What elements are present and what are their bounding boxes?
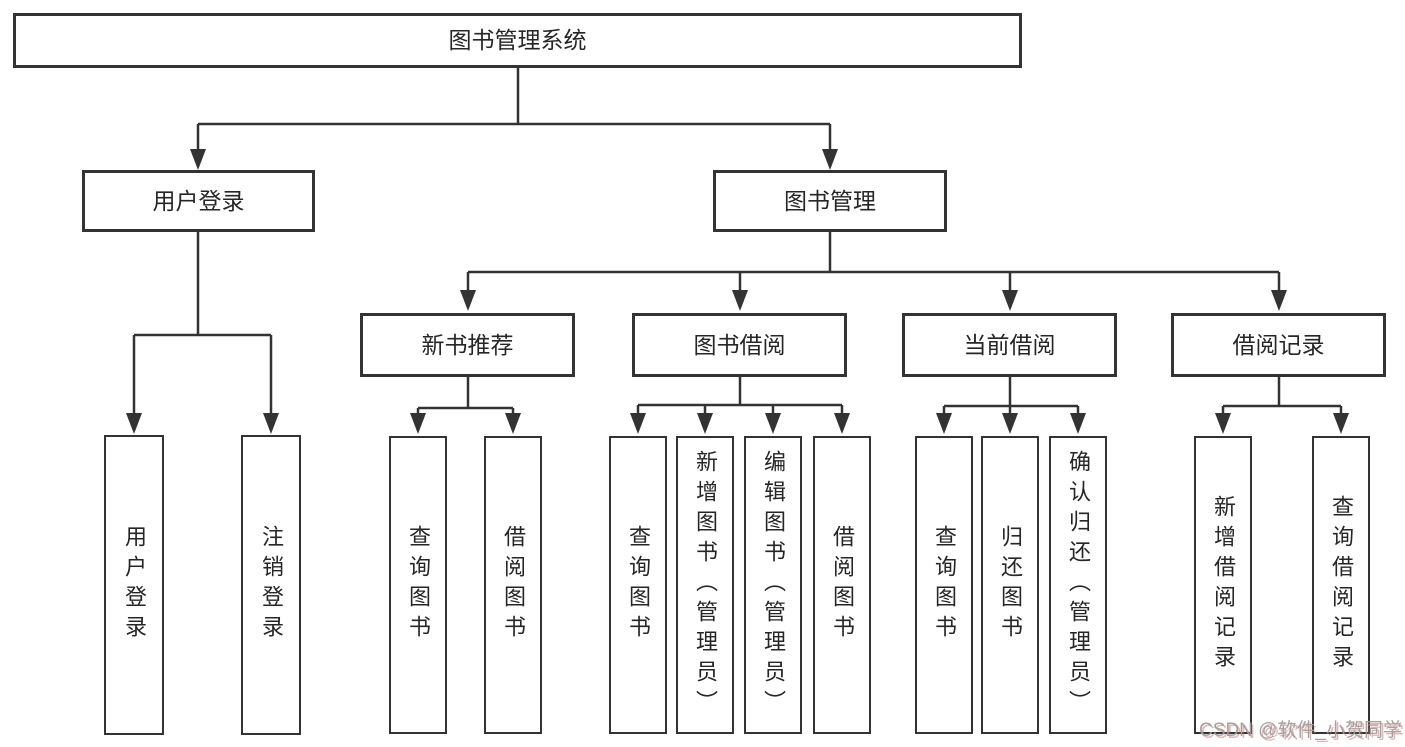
node-new-book-recommend: 新书推荐 (360, 313, 575, 377)
node-root-library-system: 图书管理系统 (13, 13, 1022, 68)
arrow-down-icon (630, 413, 646, 434)
leaf-query-books-recommend: 查询图书 (389, 436, 447, 734)
leaf-add-borrow-record: 新增借阅记录 (1194, 436, 1252, 734)
leaf-borrow-books: 借阅图书 (813, 436, 871, 734)
leaf-logout: 注销登录 (241, 435, 301, 735)
leaf-return-books: 归还图书 (981, 436, 1039, 734)
arrow-down-icon (1333, 413, 1349, 434)
arrow-down-icon (263, 413, 279, 434)
leaf-query-borrow-record: 查询借阅记录 (1312, 436, 1370, 734)
arrow-down-icon (1271, 290, 1287, 311)
connector-book-mgmt-branch (466, 232, 1281, 293)
arrow-down-icon (1215, 413, 1231, 434)
leaf-query-books-current: 查询图书 (915, 436, 973, 734)
connector-borrow-record-branch (1221, 377, 1343, 416)
leaf-edit-book-admin: 编辑图书（管理员） (744, 436, 802, 734)
node-current-borrow: 当前借阅 (902, 313, 1117, 377)
leaf-user-login: 用户登录 (104, 435, 164, 735)
arrow-down-icon (1002, 413, 1018, 434)
arrow-down-icon (936, 413, 952, 434)
arrow-down-icon (1070, 413, 1086, 434)
arrow-down-icon (460, 290, 476, 311)
connector-root-to-level2 (196, 68, 832, 152)
node-book-borrow: 图书借阅 (632, 313, 847, 377)
arrow-down-icon (410, 413, 426, 434)
connector-book-borrow-branch (636, 377, 844, 416)
connector-user-login-branch (132, 232, 273, 416)
arrow-down-icon (732, 290, 748, 311)
node-user-login: 用户登录 (82, 170, 315, 232)
leaf-confirm-return-admin: 确认归还（管理员） (1049, 436, 1107, 734)
leaf-add-book-admin: 新增图书（管理员） (676, 436, 734, 734)
arrow-down-icon (765, 413, 781, 434)
arrow-down-icon (822, 149, 838, 170)
arrow-down-icon (126, 413, 142, 434)
arrow-down-icon (190, 149, 206, 170)
arrow-down-icon (1002, 290, 1018, 311)
arrow-down-icon (834, 413, 850, 434)
arrow-down-icon (505, 413, 521, 434)
arrowheads (126, 149, 1349, 434)
node-book-management: 图书管理 (713, 170, 947, 232)
connector-new-book-branch (416, 377, 515, 416)
leaf-query-books-borrow: 查询图书 (609, 436, 667, 734)
node-borrow-records: 借阅记录 (1171, 313, 1386, 377)
connector-current-borrow-branch (942, 377, 1080, 416)
leaf-borrow-books-recommend: 借阅图书 (484, 436, 542, 734)
arrow-down-icon (697, 413, 713, 434)
